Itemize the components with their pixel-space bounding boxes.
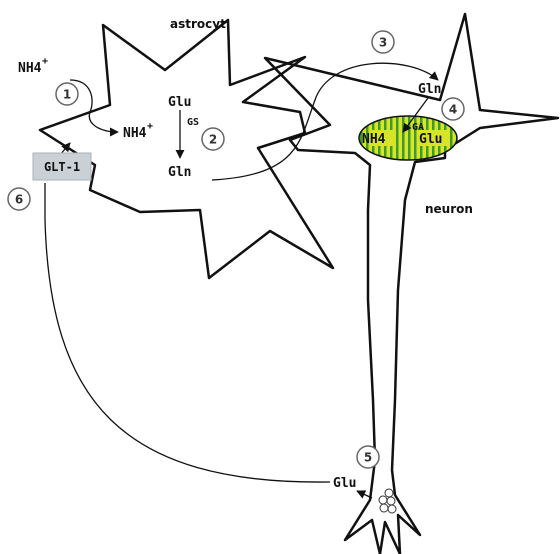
neuron-cell [265, 14, 558, 554]
gln-neuron-label: Gln [418, 82, 441, 97]
neuron-label: neuron [425, 202, 473, 216]
glu-synapse-label: Glu [333, 476, 356, 491]
arrow-glu-reuptake [45, 183, 330, 482]
step-marker-2: 2 [202, 128, 224, 150]
nh4-outside-plus: + [42, 56, 48, 67]
nh4-outside-label: NH4 [18, 61, 42, 76]
svg-text:6: 6 [15, 193, 23, 207]
step-marker-6: 6 [8, 188, 30, 210]
svg-text:5: 5 [364, 451, 372, 465]
glt1-label: GLT-1 [44, 160, 80, 174]
step-marker-5: 5 [357, 446, 379, 468]
nh4-inside-plus: + [147, 121, 153, 132]
synaptic-vesicles [379, 489, 396, 513]
step-marker-4: 4 [442, 98, 464, 120]
svg-text:1: 1 [63, 88, 71, 102]
nh4-mito-label: NH4 [362, 132, 386, 147]
arrow-nh4-entry [70, 80, 118, 132]
glu-astrocyte-label: Glu [168, 95, 191, 110]
nh4-inside-label: NH4 [123, 126, 147, 141]
svg-text:3: 3 [379, 36, 387, 50]
glu-mito-label: Glu [419, 132, 442, 147]
astrocyte-label: astrocyt [170, 17, 226, 31]
step-marker-1: 1 [56, 83, 78, 105]
svg-text:2: 2 [209, 133, 217, 147]
gln-astrocyte-label: Gln [168, 165, 191, 180]
gs-enzyme-label: GS [187, 117, 199, 128]
step-marker-3: 3 [372, 31, 394, 53]
svg-text:4: 4 [449, 103, 457, 117]
astrocyte-cell [40, 20, 333, 278]
